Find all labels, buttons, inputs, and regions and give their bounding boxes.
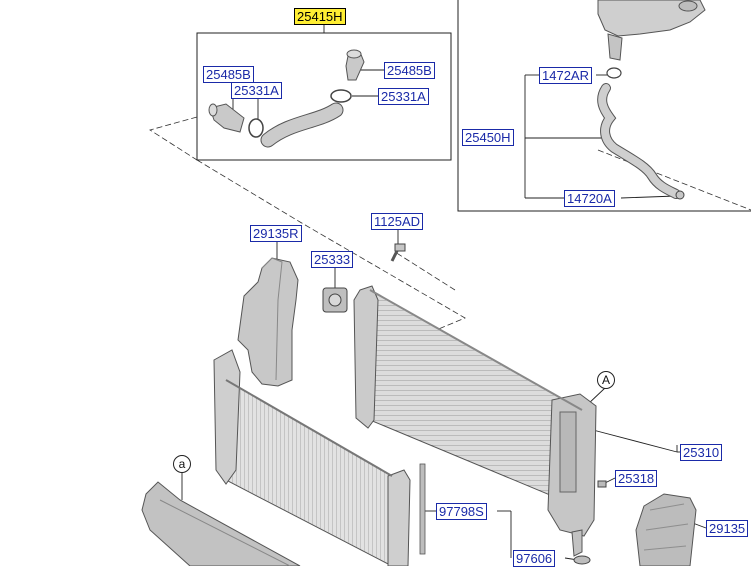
part-label-reservoir-bracket-clamp[interactable]: 1472AR <box>539 67 592 84</box>
air-guard-right-part <box>635 493 697 566</box>
part-label-reservoir-hose-assy[interactable]: 25450H <box>462 129 514 146</box>
reservoir-hose-clamp-part <box>675 190 685 200</box>
callout-A[interactable]: A <box>597 371 615 389</box>
part-label-radiator-mount[interactable]: 25333 <box>311 251 354 268</box>
part-label-reservoir-hose-clamp[interactable]: 14720A <box>564 190 615 207</box>
radiator-part <box>353 285 597 557</box>
reservoir-tank <box>597 0 706 79</box>
part-label-hose-left[interactable]: 25331A <box>231 82 282 99</box>
dashed-reference-lines <box>149 116 751 339</box>
radiator-mount-part <box>322 287 348 313</box>
condenser-part <box>213 349 411 566</box>
part-label-drain-plug[interactable]: 25318 <box>615 470 658 487</box>
callout-a[interactable]: a <box>173 455 191 473</box>
air-guard-lower-part <box>141 481 301 566</box>
part-label-radiator[interactable]: 25310 <box>680 444 723 461</box>
condenser-bracket-part <box>573 555 591 565</box>
reservoir-hose <box>597 83 681 199</box>
part-label-air-guard-right[interactable]: 29135 <box>706 520 749 537</box>
part-label-hose-right[interactable]: 25331A <box>378 88 429 105</box>
leader-lines <box>181 25 707 561</box>
upper-hose-parts <box>208 49 365 148</box>
air-guard-upper-part <box>237 257 299 387</box>
reservoir-group-box <box>457 0 751 212</box>
bolt-part <box>390 243 406 262</box>
part-label-upper-hose-assy[interactable]: 25415H <box>294 8 346 25</box>
part-label-clamp-left[interactable]: 25485B <box>203 66 254 83</box>
part-label-seal-strip[interactable]: 97798S <box>436 503 487 520</box>
seal-strip-part <box>419 463 426 555</box>
part-label-air-guard-upper[interactable]: 29135R <box>250 225 302 242</box>
part-label-clamp-right[interactable]: 25485B <box>384 62 435 79</box>
part-label-condenser-bracket[interactable]: 97606 <box>513 550 556 567</box>
drain-plug-part <box>597 480 607 488</box>
part-label-bolt[interactable]: 1125AD <box>371 213 424 230</box>
